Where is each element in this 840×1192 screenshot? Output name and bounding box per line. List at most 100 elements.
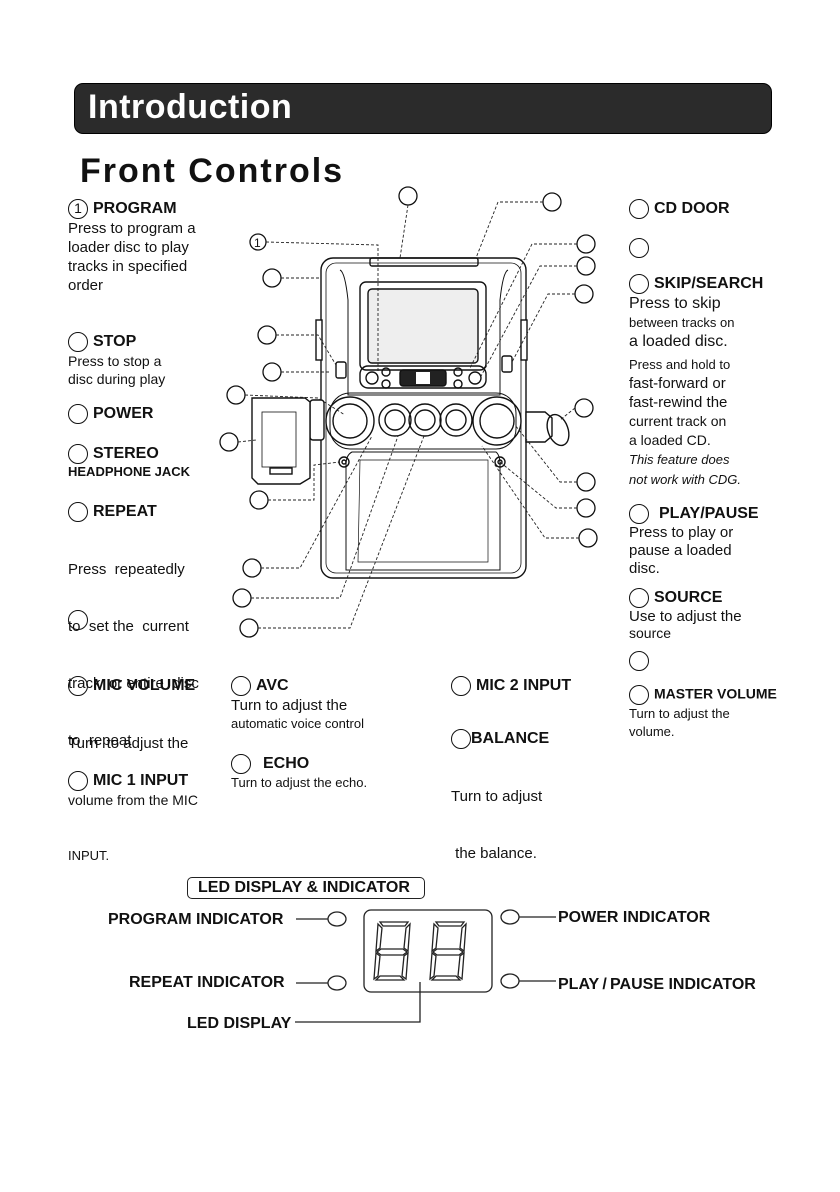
mic2-label: MIC 2 INPUT [476,677,572,695]
avc-desc-2: automatic voice control [231,716,364,731]
mic1-block: MIC 1 INPUT [68,771,188,791]
skip-desc-7: current track on [629,413,727,429]
mic-volume-label: MIC VOLUME [93,677,196,695]
monitor-screen [367,288,479,364]
master-block: MASTER VOLUME Turn to adjust the volume. [629,685,777,741]
callout-circle [68,444,88,464]
mic-volume-block: MIC VOLUME Turn to adjust the volume fro… [68,676,218,903]
skip-note-1: This feature does [629,452,730,467]
skip-note-2: not work with CDG. [629,472,741,487]
repeat-desc-4: to repeat [68,732,132,749]
program-indicator-label: PROGRAM INDICATOR [108,911,284,928]
balance-desc-1: Turn to adjust [451,788,543,805]
power-indicator-label: POWER INDICATOR [558,909,711,926]
stop-block: STOP Press to stop a disc during play [68,332,165,388]
callout-circle [629,238,649,258]
balance-knob [439,403,473,437]
power-block: POWER [68,404,153,424]
microphone-icon [546,413,570,447]
mic2-block: MIC 2 INPUT [451,676,571,696]
callout-circle [68,404,88,424]
master-desc-1: Turn to adjust the [629,706,730,721]
callout-circle [68,332,88,352]
skip-desc-1: Press to skip [629,295,721,312]
play-desc-3: disc. [629,560,660,577]
led-title: LED DISPLAY & INDICATOR [198,879,410,896]
header-bar [75,84,771,133]
mic-volume-desc-3: INPUT. [68,848,110,863]
master-desc-2: volume. [629,724,675,739]
mic1-label: MIC 1 INPUT [93,772,189,790]
empty-callout-left [68,610,88,630]
repeat-indicator-label: REPEAT INDICATOR [129,974,285,991]
empty-callout-right [629,238,649,258]
program-desc-3: tracks in specified [68,258,188,275]
program-desc-4: order [68,277,104,294]
avc-block: AVC Turn to adjust the automatic voice c… [231,676,364,733]
stop-desc-1: Press to stop a [68,353,162,369]
led-title-box [187,877,425,899]
skip-desc-8: a loaded CD. [629,432,711,448]
stereo-block: STEREO HEADPHONE JACK [68,444,190,479]
callout-circle [68,502,88,522]
mic-volume-desc-2: volume from the MIC [68,792,198,808]
stop-label: STOP [93,333,137,351]
stop-button-icon [365,371,379,385]
master-label: MASTER VOLUME [654,685,777,702]
program-desc-1: Press to program a [68,220,196,237]
source-block: SOURCE Use to adjust the source [629,588,742,642]
page-title: Introduction [88,88,293,126]
skip-desc-6: fast-rewind the [629,394,728,411]
source-desc-1: Use to adjust the [629,608,742,625]
cd-door-block: CD DOOR [629,199,730,219]
avc-desc-1: Turn to adjust the [231,697,348,714]
play-desc-1: Press to play or [629,524,734,541]
callout-circle [231,676,251,696]
repeat-block: REPEAT Press repeatedly to set the curre… [68,502,199,788]
play-label: PLAY/PAUSE [659,505,759,523]
section-title: Front Controls [80,152,345,190]
skip-desc-5: fast-forward or [629,375,726,392]
source-desc-2: source [629,625,672,641]
stereo-label: STEREO [93,445,159,463]
echo-block: ECHO Turn to adjust the echo. [231,754,367,792]
callout-circle [451,676,471,696]
callout-circle [68,610,88,630]
skip-desc-2: between tracks on [629,315,735,330]
cd-door-label: CD DOOR [654,200,730,218]
callout-circle [629,504,649,524]
echo-knob [408,403,442,437]
echo-desc: Turn to adjust the echo. [231,775,368,790]
skip-desc-3: a loaded disc. [629,333,728,350]
empty-callout-right-2 [629,651,649,671]
play-pause-indicator-label: PLAY / PAUSE INDICATOR [558,976,756,993]
callout-circle [231,754,251,774]
source-label: SOURCE [654,589,723,607]
callout-circle [68,676,88,696]
callout-circle [68,771,88,791]
mic-volume-knob [325,396,375,446]
stereo-sub: HEADPHONE JACK [68,464,191,479]
echo-label: ECHO [263,755,310,773]
power-label: POWER [93,405,154,423]
play-button-icon [468,371,482,385]
callout-circle [629,685,649,705]
balance-block: BALANCE Turn to adjust the balance. [451,729,549,901]
skip-label: SKIP/SEARCH [654,275,764,293]
avc-label: AVC [256,677,289,695]
master-volume-knob [472,396,522,446]
led-display-label: LED DISPLAY [187,1015,292,1032]
play-block: PLAY/PAUSE Press to play or pause a load… [629,504,759,578]
play-desc-2: pause a loaded [629,542,732,559]
callout-circle [451,729,471,749]
callout-circle: 1 [68,199,88,219]
repeat-label: REPEAT [93,503,157,521]
avc-knob [378,403,412,437]
callout-number: 1 [254,236,261,250]
repeat-desc-1: Press repeatedly [68,561,185,578]
callout-circle [629,199,649,219]
program-label: PROGRAM [93,200,177,218]
repeat-desc-2: to set the current [68,618,189,635]
